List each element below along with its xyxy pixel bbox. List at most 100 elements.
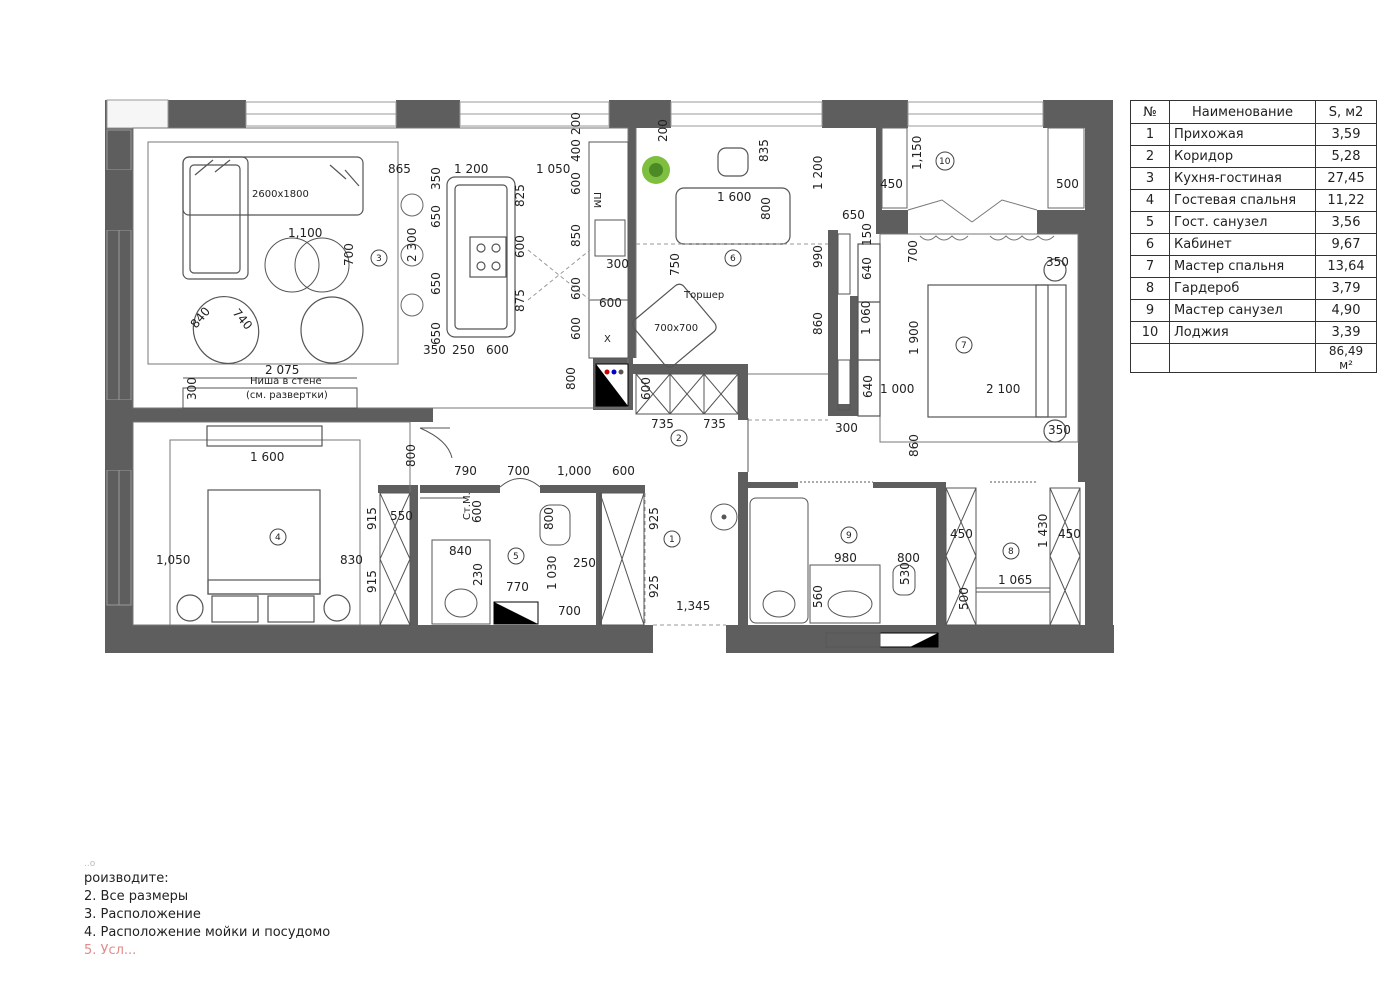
loggia-shelves [881,127,1085,209]
armchairs [192,296,364,364]
row-number: 4 [1130,189,1170,212]
row-area: 13,64 [1315,255,1377,278]
dimension-label: 1,050 [156,553,190,567]
dimension-label: 560 [811,585,825,608]
dining-table [264,237,350,293]
dimension-label: 925 [647,507,661,530]
row-name: Гост. санузел [1169,211,1316,234]
dimension-label: 990 [811,245,825,268]
dimension-label: 450 [950,527,973,541]
notes-list: ..о роизводите: 2. Все размеры 3. Распол… [84,858,330,960]
row-area: 3,59 [1315,123,1377,146]
dimension-label: 650 [429,322,443,345]
dimension-label: 800 [542,507,556,530]
room-number-markers [269,151,1020,565]
dimension-label: 925 [647,575,661,598]
dimension-label: 550 [390,509,413,523]
side-walls [105,170,133,470]
pm-label: ПМ [591,192,602,208]
dimension-label: 1 065 [998,573,1032,587]
dressing-room [945,487,1081,626]
dimension-label: 915 [365,507,379,530]
entry-lamp [710,503,738,531]
total-empty-2 [1169,343,1316,373]
total-row: 86,49 м² [1130,343,1377,373]
dimension-label: 640 [860,257,874,280]
dimension-label: 2 300 [405,228,419,262]
dimension-label: 915 [365,570,379,593]
bar-stools [400,193,424,317]
header-number: № [1130,100,1170,124]
dimension-label: 770 [506,580,529,594]
dimension-label: 350 [423,343,446,357]
row-area: 11,22 [1315,189,1377,212]
kitchen-counter [588,141,629,359]
dimension-label: 700 [507,464,530,478]
row-name: Мастер санузел [1169,299,1316,322]
dimension-label: 650 [429,205,443,228]
dimension-label: 600 [599,296,622,310]
dimension-label: 600 [569,277,583,300]
room-number-10: 10 [939,157,951,167]
dimension-label: 875 [513,289,527,312]
dimension-label: 650 [842,208,865,222]
row-area: 9,67 [1315,233,1377,256]
dimension-label: 640 [861,375,875,398]
note-1: роизводите: [84,871,169,886]
row-name: Лоджия [1169,321,1316,344]
room-number-2: 2 [676,434,682,444]
dimension-label: 825 [513,184,527,207]
row-number: 1 [1130,123,1170,146]
dimension-label: 600 [639,377,653,400]
dimension-label: 1,100 [288,226,322,240]
niche-label-1: Ниша в стене [250,376,322,387]
note-0: ..о [84,859,96,869]
row-name: Коридор [1169,145,1316,168]
row-number: 3 [1130,167,1170,190]
dimension-label: 600 [569,317,583,340]
doors [419,418,1037,483]
dimension-label: 835 [757,139,771,162]
total-area: 86,49 м² [1315,343,1377,373]
dimension-label: 700 [906,240,920,263]
dimension-label: 1 050 [536,162,570,176]
row-area: 3,79 [1315,277,1377,300]
sofa [182,156,364,280]
dimension-label: 250 [452,343,475,357]
dimension-label: 530 [898,562,912,585]
dashed-lines [527,243,828,626]
dimension-label: 1 200 [811,156,825,190]
dimension-label: 850 [569,224,583,247]
dimension-label: 600 [470,500,484,523]
dimension-label: 700 [342,243,356,266]
dimension-label: 400 [569,139,583,162]
row-number: 8 [1130,277,1170,300]
office-desk [632,147,791,368]
row-name: Гардероб [1169,277,1316,300]
dimension-label: 150 [860,223,874,246]
row-name: Кабинет [1169,233,1316,256]
total-empty-1 [1130,343,1170,373]
dimension-label: 2 075 [265,363,299,377]
room-number-9: 9 [846,531,852,541]
dimension-label: 230 [471,563,485,586]
dimension-label: 1,150 [910,136,924,170]
row-number: 2 [1130,145,1170,168]
dimension-label: 300 [185,377,199,400]
row-number: 9 [1130,299,1170,322]
dimension-label: 250 [573,556,596,570]
dimension-label: 840 [449,544,472,558]
dimension-label: 800 [759,197,773,220]
row-area: 4,90 [1315,299,1377,322]
room-number-5: 5 [513,552,519,562]
note-2: 2. Все размеры [84,889,189,904]
room-number-8: 8 [1008,547,1014,557]
guest-wardrobe [379,492,411,626]
